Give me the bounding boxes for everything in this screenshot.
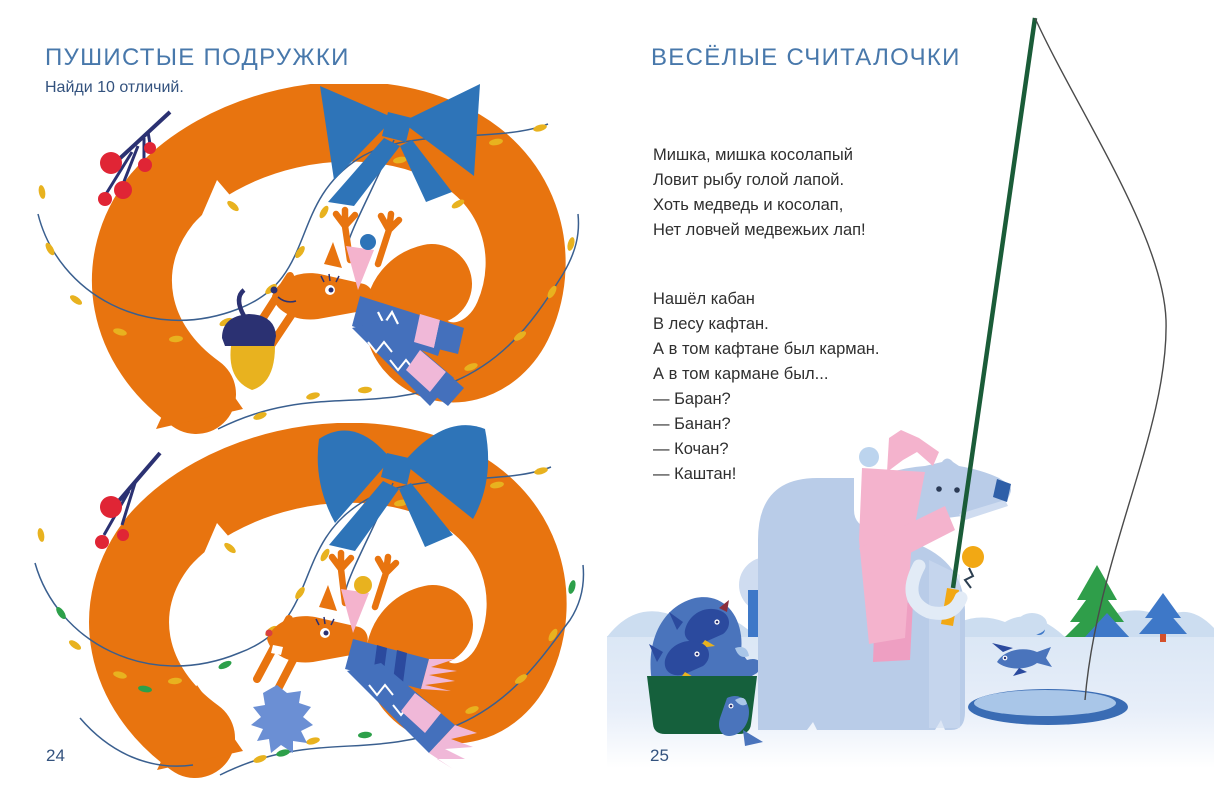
polar-bear-scene bbox=[607, 17, 1214, 768]
page-number-right: 25 bbox=[650, 746, 669, 765]
right-page: ВЕСЁЛЫЕ СЧИТАЛОЧКИ Мишка, мишка косолапы… bbox=[607, 0, 1214, 794]
squirrel-arms bbox=[328, 549, 400, 611]
squirrel-nose bbox=[265, 629, 273, 637]
scarf-fringe bbox=[421, 659, 457, 691]
santa-hat bbox=[859, 430, 939, 472]
right-page-title: ВЕСЁЛЫЕ СЧИТАЛОЧКИ bbox=[651, 44, 961, 71]
white-notch bbox=[186, 523, 293, 611]
fishing-reel bbox=[962, 546, 984, 568]
page-number-left: 24 bbox=[46, 746, 65, 765]
poem-line: Ловит рыбу голой лапой. bbox=[653, 171, 845, 189]
fishing-line bbox=[1034, 17, 1167, 701]
squirrel-head bbox=[265, 616, 368, 663]
bear-paw bbox=[905, 559, 968, 620]
poem-bear: Мишка, мишка косолапый Ловит рыбу голой … bbox=[653, 143, 866, 243]
scarf bbox=[345, 639, 477, 769]
hat-pompom bbox=[859, 447, 879, 467]
gift-bow bbox=[320, 84, 480, 206]
poem-line: — Баран? bbox=[653, 390, 731, 408]
poem-line: — Каштан! bbox=[653, 465, 737, 483]
squirrel-nose bbox=[270, 286, 278, 294]
fishing-gear bbox=[905, 17, 1038, 626]
poem-line: Мишка, мишка косолапый bbox=[653, 146, 853, 164]
bear-eye bbox=[954, 487, 960, 493]
squirrel bbox=[251, 549, 477, 769]
hanging-fish bbox=[719, 695, 763, 746]
berry-branch bbox=[98, 110, 172, 206]
poem-line: Нет ловчей медвежьих лап! bbox=[653, 221, 866, 239]
poem-line: А в том кармане был... bbox=[653, 365, 829, 383]
poem-line: — Банан? bbox=[653, 415, 731, 433]
poem-line: А в том кафтане был карман. bbox=[653, 340, 880, 358]
left-page: ПУШИСТЫЕ ПОДРУЖКИ Найди 10 отличий. bbox=[34, 44, 585, 778]
scarf-fringe bbox=[429, 725, 477, 769]
bear-outfit bbox=[859, 430, 955, 662]
gift-bow bbox=[317, 425, 489, 551]
hat-pompom bbox=[360, 234, 376, 250]
squirrel-teeth bbox=[271, 645, 283, 655]
fish-bucket bbox=[647, 597, 763, 746]
white-notch bbox=[186, 180, 293, 269]
poem-line: Хоть медведь и косолап, bbox=[653, 196, 844, 214]
poem-line: В лесу кафтан. bbox=[653, 315, 769, 333]
scarf bbox=[352, 296, 464, 406]
squirrel-ear bbox=[324, 242, 342, 268]
bear-muzzle bbox=[959, 500, 1008, 521]
squirrel-head bbox=[270, 273, 373, 320]
squirrel-eye bbox=[328, 287, 334, 293]
squirrel-illustration-top bbox=[37, 84, 580, 434]
hat-pompom bbox=[354, 576, 372, 594]
squirrel bbox=[222, 206, 464, 406]
bear-body bbox=[758, 478, 965, 730]
squirrel-arms bbox=[332, 206, 403, 268]
bear-eye bbox=[936, 486, 942, 492]
fish-on-ice bbox=[992, 643, 1052, 676]
reel-crank bbox=[963, 567, 975, 589]
garland-lights bbox=[37, 467, 576, 763]
poem-line: Нашёл кабан bbox=[653, 290, 755, 308]
left-page-subtitle: Найди 10 отличий. bbox=[45, 79, 184, 96]
blue-fir-tree bbox=[1139, 593, 1187, 642]
acorn bbox=[222, 288, 276, 390]
party-hat bbox=[341, 576, 372, 633]
party-hat bbox=[346, 234, 376, 290]
squirrel-illustration-bottom bbox=[34, 423, 585, 778]
bear-nose bbox=[993, 479, 1011, 502]
bush bbox=[1017, 613, 1047, 635]
berry-branch bbox=[95, 451, 162, 549]
poem-boar: Нашёл кабан В лесу кафтан. А в том кафта… bbox=[653, 287, 879, 487]
scarf-cross bbox=[859, 506, 955, 574]
fishing-rod bbox=[950, 17, 1038, 589]
poem-line: — Кочан? bbox=[653, 440, 729, 458]
squirrel-eye bbox=[323, 630, 329, 636]
pine-cone bbox=[251, 685, 313, 753]
ice-hole bbox=[968, 689, 1128, 725]
left-page-title: ПУШИСТЫЕ ПОДРУЖКИ bbox=[45, 44, 350, 71]
squirrel-ear bbox=[319, 585, 337, 611]
